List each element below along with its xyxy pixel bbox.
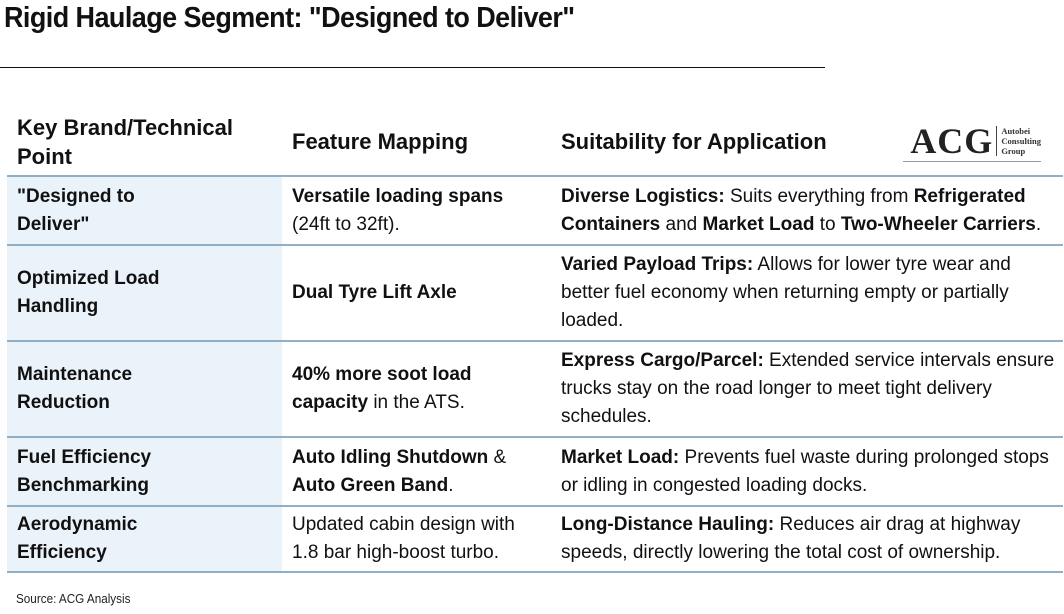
cell-key-point: Optimized Load Handling bbox=[7, 246, 282, 340]
cell-key-point: "Designed to Deliver" bbox=[7, 177, 282, 244]
cell-suitability: Diverse Logistics: Suits everything from… bbox=[561, 185, 1042, 235]
cell-key-point: Aerodynamic Efficiency bbox=[7, 507, 282, 571]
page-title: Rigid Haulage Segment: "Designed to Deli… bbox=[4, 2, 575, 34]
logo-underline bbox=[903, 161, 1041, 162]
cell-suitability: Market Load: Prevents fuel waste during … bbox=[561, 446, 1049, 496]
logo-divider bbox=[996, 126, 998, 156]
table-header: Key Brand/Technical Point Feature Mappin… bbox=[7, 108, 1063, 177]
table-body: "Designed to Deliver"Versatile loading s… bbox=[7, 177, 1063, 573]
header-feature-mapping: Feature Mapping bbox=[292, 129, 469, 154]
cell-feature-mapping: Versatile loading spans (24ft to 32ft). bbox=[292, 185, 504, 235]
header-key-point: Key Brand/Technical Point bbox=[17, 114, 233, 169]
cell-suitability: Long-Distance Hauling: Reduces air drag … bbox=[561, 514, 1021, 563]
acg-logo: ACG Autobei Consulting Group bbox=[910, 120, 1041, 161]
cell-key-point: Fuel Efficiency Benchmarking bbox=[7, 438, 282, 505]
cell-feature-mapping: Updated cabin design with 1.8 bar high-b… bbox=[292, 514, 515, 563]
cell-key-point: Maintenance Reduction bbox=[7, 342, 282, 436]
table-row: Optimized Load Handling Dual Tyre Lift Ax… bbox=[7, 246, 1063, 342]
logo-acg-text: ACG bbox=[910, 120, 994, 161]
cell-suitability: Express Cargo/Parcel: Extended service i… bbox=[561, 350, 1055, 427]
logo-subtitle: Autobei Consulting Group bbox=[1001, 126, 1041, 156]
header-suitability: Suitability for Application ACG Autobei … bbox=[551, 108, 1063, 175]
cell-feature-mapping: Dual Tyre Lift Axle bbox=[292, 282, 457, 303]
cell-feature-mapping: 40% more soot load capacity in the ATS. bbox=[292, 364, 472, 413]
title-divider bbox=[0, 67, 825, 68]
feature-table: Key Brand/Technical Point Feature Mappin… bbox=[7, 108, 1063, 573]
header-suitability-label: Suitability for Application bbox=[561, 129, 827, 154]
table-row: "Designed to Deliver"Versatile loading s… bbox=[7, 177, 1063, 246]
cell-suitability: Varied Payload Trips: Allows for lower t… bbox=[561, 254, 1011, 331]
source-note: Source: ACG Analysis bbox=[16, 591, 131, 606]
cell-feature-mapping: Auto Idling Shutdown & Auto Green Band. bbox=[292, 446, 507, 496]
